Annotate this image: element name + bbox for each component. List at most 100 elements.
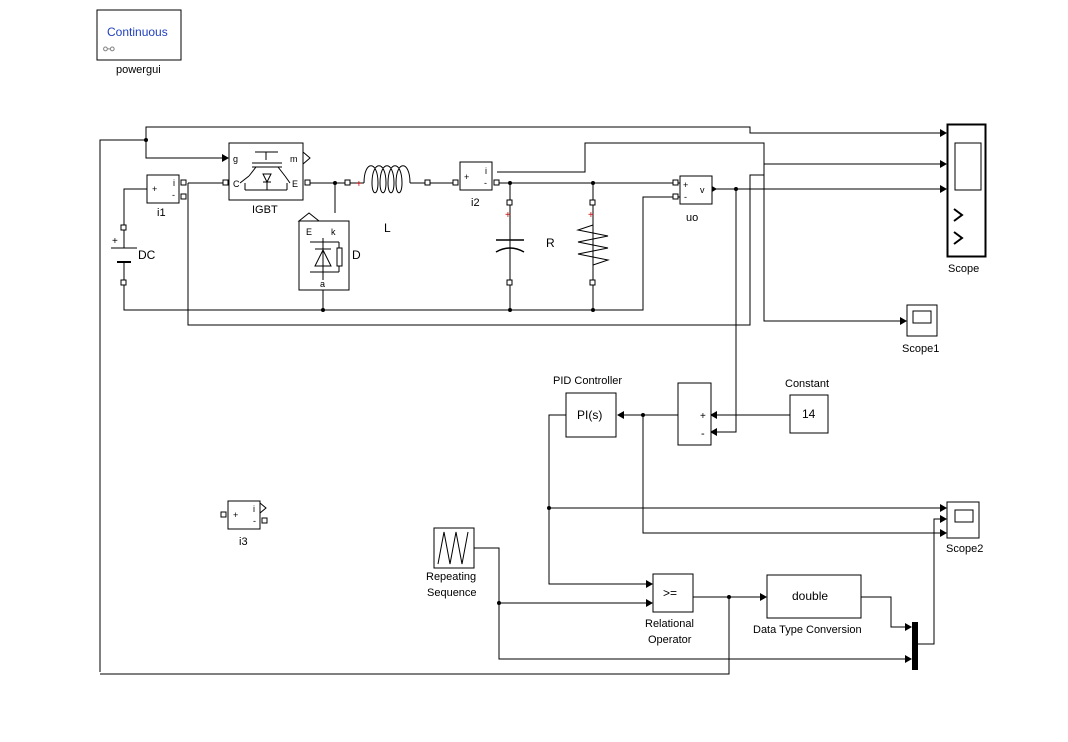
scope-block[interactable]: Scope [946,123,987,275]
constant-block[interactable]: Constant 14 [785,378,829,434]
i1-box[interactable] [146,174,180,204]
capacitor-port-bottom[interactable] [506,279,513,286]
capacitor-polarity: + [505,210,511,221]
mux-bar[interactable] [912,622,918,670]
wire-repeating-mux [498,603,905,660]
inductor-port-left[interactable] [344,179,351,186]
i1-port-minus[interactable] [180,193,187,200]
junction-dot [333,181,337,185]
junction-dot [727,595,731,599]
dc-plus-sign: + [112,236,118,247]
powergui-label: powergui [116,64,161,76]
junction-dot [321,308,325,312]
relational-box[interactable] [652,573,694,613]
resistor-polarity: + [588,210,594,221]
resistor-port-top[interactable] [589,199,596,206]
diode-symbol [310,238,343,280]
junction-dot [497,601,501,605]
dtc-box[interactable] [766,574,862,619]
inductor-block[interactable]: + L [344,165,431,235]
wire-scope-in2 [585,142,940,165]
wire-i1-signal [187,174,764,326]
scope2-block[interactable]: Scope2 [946,501,983,555]
constant-title: Constant [785,378,829,390]
igbt-port-e[interactable] [304,179,311,186]
i3-current-measurement[interactable]: + i - i3 [220,500,268,548]
i3-port-minus[interactable] [261,517,268,524]
capacitor-port-top[interactable] [506,199,513,206]
scope-label: Scope [948,263,979,275]
i1-port-i[interactable] [180,179,187,186]
arrow-scope-in1 [940,129,947,137]
junction-dot [641,413,645,417]
relational-operator-block[interactable]: >= Relational Operator [645,573,694,646]
i2-port-plus[interactable] [452,179,459,186]
sum-box[interactable] [677,382,712,446]
diode-block[interactable]: E k a D [297,212,361,291]
arrow-mux-in3 [905,655,912,663]
relational-line1: Relational [645,618,694,630]
i2-i-port: i [485,166,487,176]
igbt-m-port: m [290,154,298,164]
wire-error-scope2 [642,415,940,534]
capacitor-block[interactable]: + [495,199,525,286]
dtc-title: Data Type Conversion [753,624,862,636]
dc-port-bottom[interactable] [120,279,127,286]
powergui-block[interactable]: Continuous ⚯ powergui [96,9,182,76]
uo-voltage-measurement[interactable]: + - v uo [672,175,717,224]
uo-port-plus[interactable] [672,179,679,186]
i2-box[interactable] [459,161,493,191]
junction-dot [591,308,595,312]
signal-wires [99,126,947,675]
repeating-line1: Repeating [426,571,476,583]
igbt-symbol [239,151,291,191]
i3-port-plus[interactable] [220,511,227,518]
arrow-rel-in1 [646,580,653,588]
arrow-scope2-in2 [940,529,947,537]
resistor-label: R [546,236,555,250]
resistor-port-bottom[interactable] [589,279,596,286]
capacitor-plate-bottom [495,247,525,253]
i2-minus: - [484,178,487,188]
i3-i-port: i [253,504,255,514]
junction-dot [144,138,148,142]
wire-top-feedback [99,126,940,672]
i2-current-measurement[interactable]: + i - i2 [452,161,500,209]
diode-box[interactable] [298,220,350,291]
pid-controller-block[interactable]: PID Controller PI(s) [553,375,622,438]
resistor-zigzag [576,220,610,270]
i1-current-measurement[interactable]: + i - i1 [146,174,187,219]
inductor-port-right[interactable] [424,179,431,186]
inductor-polarity: + [356,179,362,190]
igbt-block[interactable]: g m C E IGBT [222,142,311,216]
diode-m-port[interactable] [297,212,321,222]
i2-port-minus[interactable] [493,179,500,186]
igbt-port-c[interactable] [222,179,229,186]
sum-block[interactable]: + - [677,382,712,446]
powergui-box[interactable] [96,9,182,61]
arrow-mux-in1 [905,623,912,631]
igbt-m-output[interactable] [302,150,311,166]
scope1-label: Scope1 [902,343,939,355]
repeating-sequence-block[interactable]: Repeating Sequence [426,527,477,599]
diode-a-port: a [320,279,325,289]
pid-box[interactable] [565,392,617,438]
uo-box[interactable] [679,175,713,205]
i3-output-arrow[interactable] [259,501,267,515]
scope-arrow-icon [953,231,964,245]
dc-source[interactable]: + DC [111,224,156,286]
dc-port-top[interactable] [120,224,127,231]
diode-e-port: E [306,227,312,237]
uo-port-minus[interactable] [672,193,679,200]
arrow-dtc-in [760,593,767,601]
i3-box[interactable] [227,500,261,530]
mux-block[interactable] [912,622,918,670]
i3-label: i3 [239,536,248,548]
scope2-screen [954,509,974,523]
constant-box[interactable] [789,394,829,434]
scope1-block[interactable]: Scope1 [902,304,939,355]
igbt-g-port: g [233,154,238,164]
arrow-scope2-in3 [940,515,947,523]
data-type-conversion-block[interactable]: double Data Type Conversion [753,574,862,636]
resistor-block[interactable]: + R [546,199,610,286]
